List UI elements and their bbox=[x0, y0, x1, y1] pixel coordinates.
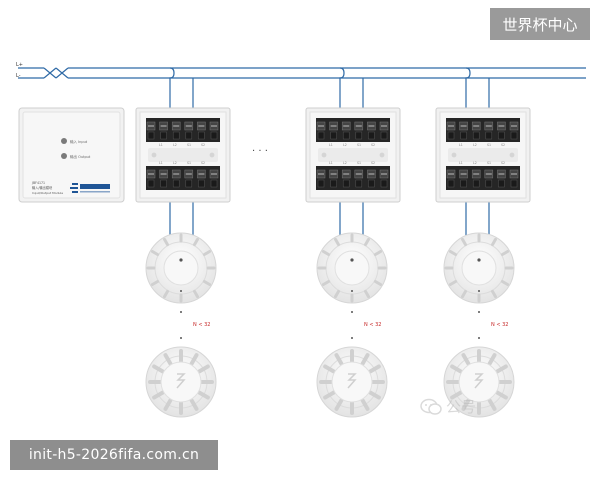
terminal-label: L2 bbox=[173, 161, 177, 165]
terminal-block-bottom bbox=[146, 166, 220, 190]
terminal-block-bottom bbox=[316, 166, 390, 190]
terminal-label: S1 bbox=[357, 161, 361, 165]
brand-logo-icon bbox=[70, 183, 110, 193]
terminal-label: S2 bbox=[201, 161, 205, 165]
output-led-icon bbox=[61, 153, 67, 159]
io-model: JBF4171 bbox=[31, 181, 45, 185]
wechat-watermark: 公号 bbox=[420, 396, 476, 417]
terminal-label: S2 bbox=[371, 161, 375, 165]
terminal-label: S1 bbox=[487, 143, 491, 147]
smoke-detector bbox=[443, 232, 515, 304]
terminal-label: L2 bbox=[473, 161, 477, 165]
terminal-label: S1 bbox=[357, 143, 361, 147]
terminal-label: L1 bbox=[159, 143, 163, 147]
continuation-dot bbox=[351, 337, 353, 339]
io-module: 输入 Input 输出 Output JBF4171 输入/输出模块 Input… bbox=[18, 107, 125, 203]
terminal-label: L2 bbox=[343, 143, 347, 147]
terminal-label: S1 bbox=[187, 161, 191, 165]
io-input-label: 输入 Input bbox=[70, 139, 88, 144]
heat-detector bbox=[145, 346, 217, 418]
continuation-dot bbox=[478, 290, 480, 292]
terminal-label: L2 bbox=[473, 143, 477, 147]
heat-detector bbox=[316, 346, 388, 418]
io-name-cn: 输入/输出模块 bbox=[32, 185, 53, 190]
continuation-dot bbox=[180, 290, 182, 292]
terminal-label: S2 bbox=[501, 161, 505, 165]
terminal-label: S1 bbox=[487, 161, 491, 165]
detector-count-label: N < 32 bbox=[193, 322, 210, 328]
terminal-label: S2 bbox=[201, 143, 205, 147]
terminal-label: S2 bbox=[501, 143, 505, 147]
bus-lines bbox=[18, 67, 586, 238]
title-badge: 世界杯中心 bbox=[490, 8, 590, 40]
continuation-dot bbox=[351, 311, 353, 313]
terminal-label: L2 bbox=[173, 143, 177, 147]
ellipsis: · · · bbox=[252, 146, 268, 157]
terminal-block-top bbox=[146, 118, 220, 142]
terminal-label: L1 bbox=[329, 143, 333, 147]
wechat-icon bbox=[420, 398, 442, 415]
bus-minus-label: L- bbox=[16, 73, 21, 79]
continuation-dot bbox=[478, 337, 480, 339]
terminal-block-bottom bbox=[446, 166, 520, 190]
continuation-dot bbox=[180, 311, 182, 313]
continuation-dot bbox=[478, 311, 480, 313]
continuation-dot bbox=[180, 337, 182, 339]
terminal-label: L1 bbox=[329, 161, 333, 165]
continuation-dot bbox=[351, 290, 353, 292]
watermark-text: 公号 bbox=[446, 398, 477, 416]
terminal-label: S2 bbox=[371, 143, 375, 147]
terminal-label: L1 bbox=[159, 161, 163, 165]
heat-detector bbox=[443, 346, 515, 418]
smoke-detector bbox=[145, 232, 217, 304]
terminal-block-top bbox=[316, 118, 390, 142]
source-url: init-h5-2026fifa.com.cn bbox=[10, 440, 218, 470]
bus-plus-label: L+ bbox=[16, 62, 23, 68]
detector-count-label: N < 32 bbox=[491, 322, 508, 328]
input-led-icon bbox=[61, 138, 67, 144]
terminal-label: L1 bbox=[459, 143, 463, 147]
detector-count-label: N < 32 bbox=[364, 322, 381, 328]
terminal-block-top bbox=[446, 118, 520, 142]
terminal-label: L1 bbox=[459, 161, 463, 165]
io-name-en: Input/Output Module bbox=[32, 191, 63, 195]
io-output-label: 输出 Output bbox=[70, 154, 91, 159]
smoke-detector bbox=[316, 232, 388, 304]
terminal-label: L2 bbox=[343, 161, 347, 165]
terminal-label: S1 bbox=[187, 143, 191, 147]
